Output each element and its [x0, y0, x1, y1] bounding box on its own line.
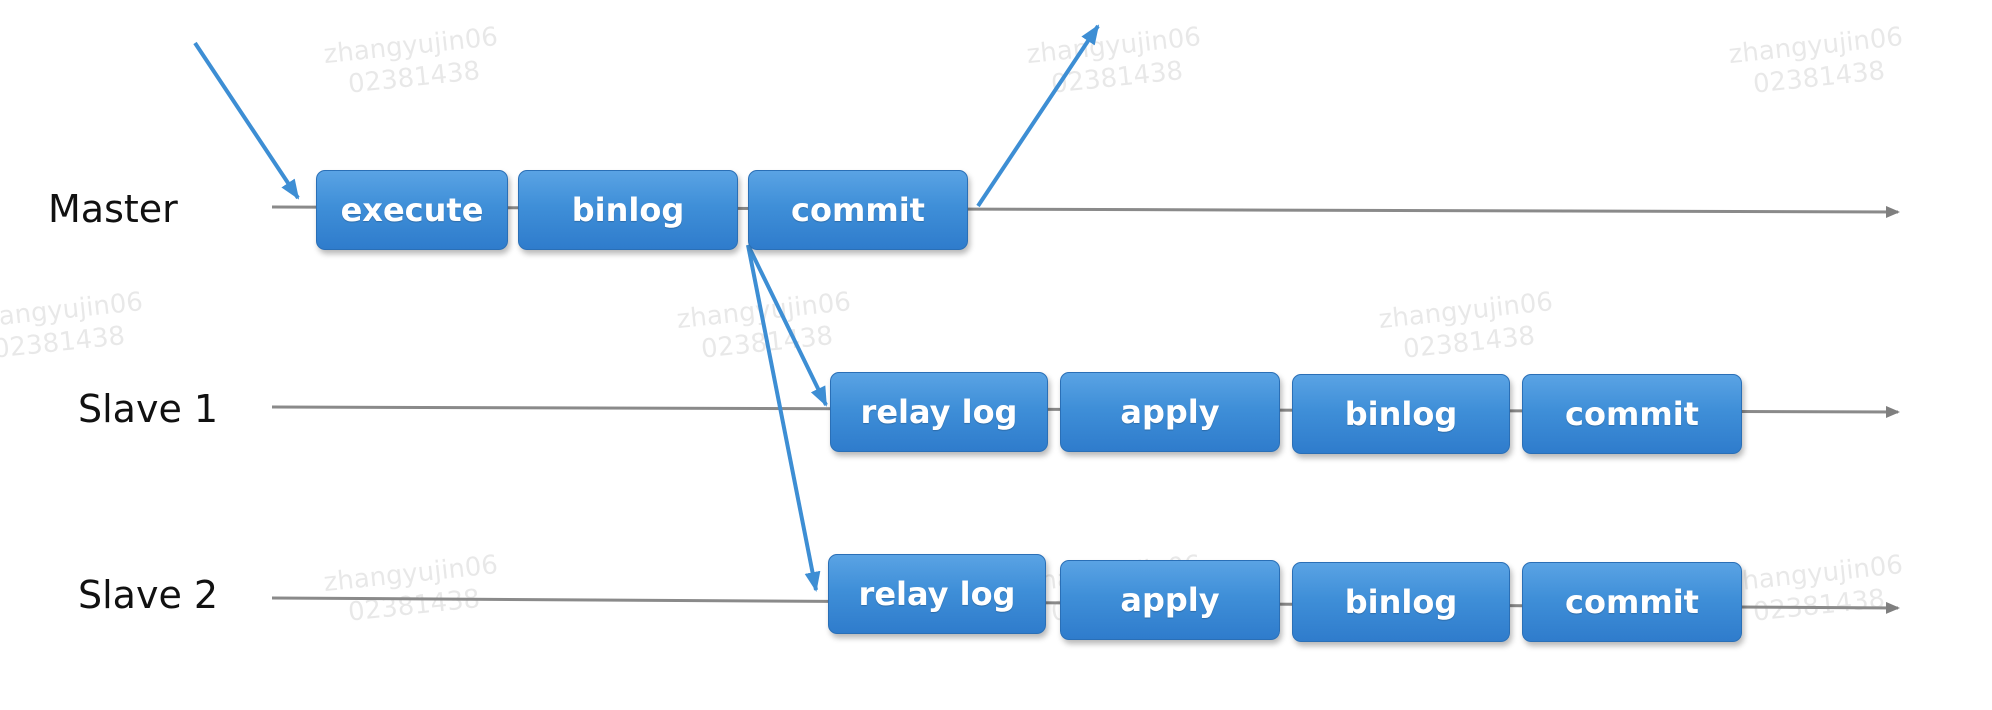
- slave2-binlog-box: binlog: [1292, 562, 1510, 642]
- outgoing-response-arrow: [976, 24, 1100, 208]
- incoming-request-arrow: [193, 41, 300, 200]
- master-timeline: [271, 205, 1900, 218]
- slave2-commit-box: commit: [1522, 562, 1742, 642]
- slave1-commit-box: commit: [1522, 374, 1742, 454]
- slave1-relay-log-box: relay log: [830, 372, 1048, 452]
- master-binlog-box: binlog: [518, 170, 738, 250]
- binlog-to-slave1-arrow: [746, 244, 828, 407]
- slave2-apply-box: apply: [1060, 560, 1280, 640]
- slave2-relay-log-box: relay log: [828, 554, 1046, 634]
- slave1-binlog-box: binlog: [1292, 374, 1510, 454]
- binlog-to-slave2-arrow: [746, 244, 821, 592]
- master-label: Master: [48, 187, 178, 231]
- master-commit-box: commit: [748, 170, 968, 250]
- slave1-apply-box: apply: [1060, 372, 1280, 452]
- slave2-label: Slave 2: [78, 573, 219, 617]
- slave1-label: Slave 1: [78, 387, 219, 431]
- master-execute-box: execute: [316, 170, 508, 250]
